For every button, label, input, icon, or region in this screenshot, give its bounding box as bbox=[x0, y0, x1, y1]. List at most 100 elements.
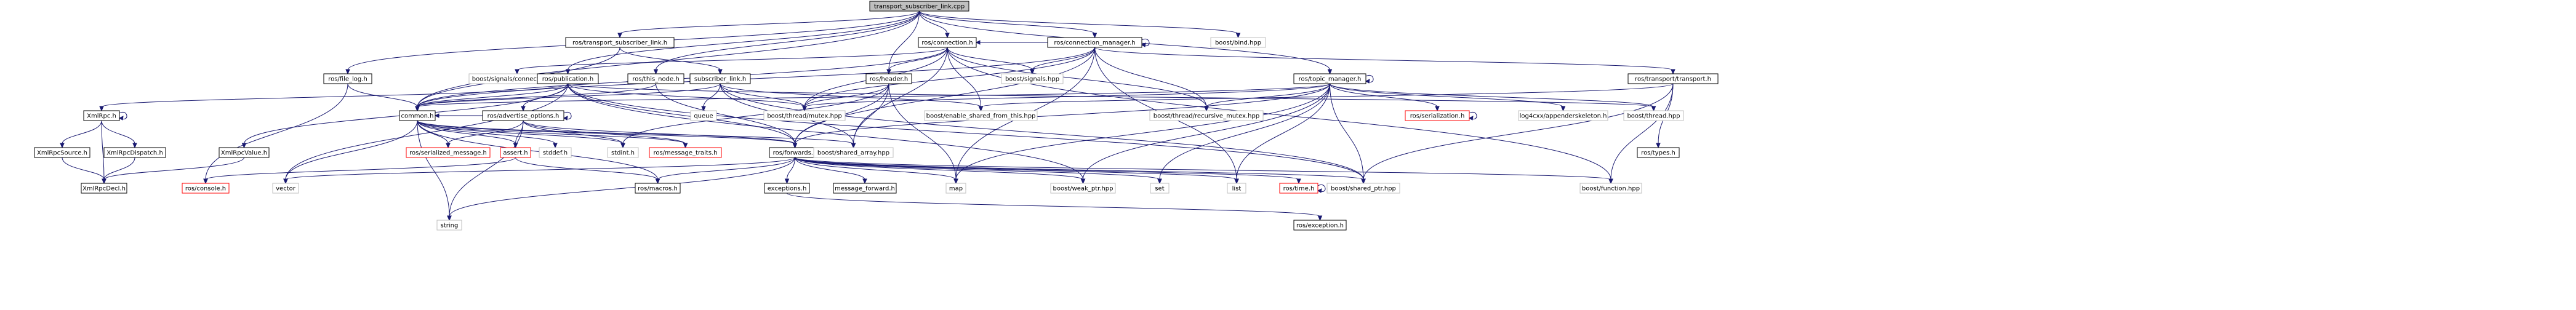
node-shared-array: boost/shared_array.hpp bbox=[813, 147, 894, 158]
node-advertise-options[interactable]: ros/advertise_options.h bbox=[482, 110, 564, 121]
node-ros-time[interactable]: ros/time.h bbox=[1279, 183, 1318, 194]
node-box bbox=[1405, 110, 1470, 121]
node-exceptions[interactable]: exceptions.h bbox=[764, 183, 810, 194]
node-box bbox=[1227, 183, 1246, 194]
node-xmlrpcsource[interactable]: XmlRpcSource.h bbox=[34, 147, 90, 158]
node-ros-console[interactable]: ros/console.h bbox=[182, 183, 230, 194]
node-common-h[interactable]: common.h bbox=[399, 110, 436, 121]
node-box bbox=[81, 183, 127, 194]
node-box bbox=[833, 183, 897, 194]
node-box bbox=[539, 147, 572, 158]
node-box bbox=[1210, 37, 1266, 48]
node-stddef: stddef.h bbox=[539, 147, 572, 158]
node-box bbox=[924, 110, 1038, 121]
edge-publication-h-to-xmlrpc-h bbox=[99, 83, 568, 112]
node-label: ros/transport_subscriber_link.h bbox=[572, 40, 667, 47]
node-box bbox=[272, 183, 299, 194]
node-box bbox=[869, 1, 969, 12]
edge-forwards-to-ros-time bbox=[795, 157, 1301, 185]
node-label: boost/signals.hpp bbox=[1005, 76, 1059, 83]
edge-advertise-options-to-stdint bbox=[523, 120, 625, 149]
node-label: boost/function.hpp bbox=[1582, 186, 1640, 193]
edge-connection-manager-h-to-boost-signals bbox=[1030, 47, 1095, 75]
node-label: subscriber_link.h bbox=[694, 76, 746, 83]
node-label: ros/serialized_message.h bbox=[409, 150, 487, 157]
node-box bbox=[34, 147, 90, 158]
node-log4cxx: log4cxx/appenderskeleton.h bbox=[1518, 110, 1608, 121]
edge-transport-h-to-enable-shared bbox=[978, 83, 1674, 112]
node-label: ros/types.h bbox=[1641, 150, 1675, 157]
edge-subscriber-link-to-queue bbox=[701, 83, 721, 112]
node-map: map bbox=[945, 183, 966, 194]
node-label: ros/header.h bbox=[870, 76, 908, 83]
node-transport-h[interactable]: ros/transport/transport.h bbox=[1627, 73, 1719, 84]
node-label: boost/enable_shared_from_this.hpp bbox=[926, 113, 1036, 120]
edge-topic-manager-to-ros-serialization bbox=[1330, 83, 1440, 112]
node-xmlrpc-h[interactable]: XmlRpc.h bbox=[83, 110, 120, 121]
node-this-node[interactable]: ros/this_node.h bbox=[627, 73, 684, 84]
edge-common-h-to-shared-array bbox=[417, 120, 856, 149]
edge-connection-h-to-signals-connection bbox=[515, 47, 948, 75]
edge-advertise-options-to-forwards bbox=[523, 120, 798, 149]
node-tsl-h[interactable]: ros/transport_subscriber_link.h bbox=[565, 37, 675, 48]
edge-publication-h-to-boost-thread bbox=[568, 83, 1656, 112]
node-label: transport_subscriber_link.cpp bbox=[874, 4, 965, 10]
node-connection-manager-h[interactable]: ros/connection_manager.h bbox=[1047, 37, 1142, 48]
edge-forwards-to-ros-macros bbox=[655, 157, 795, 185]
node-root[interactable]: transport_subscriber_link.cpp bbox=[869, 1, 969, 12]
edge-topic-manager-to-common-h bbox=[415, 83, 1330, 112]
node-string: string bbox=[436, 220, 462, 231]
node-label: boost/thread/recursive_mutex.hpp bbox=[1154, 113, 1259, 120]
edge-topic-manager-to-thread-mutex bbox=[802, 83, 1330, 112]
node-label: ros/topic_manager.h bbox=[1299, 76, 1362, 83]
edge-assert-h-to-ros-console bbox=[203, 157, 516, 185]
edge-subscriber-link-to-thread-mutex bbox=[720, 83, 807, 112]
node-label: map bbox=[949, 186, 963, 193]
edge-ros-time-to-ros-time bbox=[1317, 184, 1326, 193]
node-forwards[interactable]: ros/forwards.h bbox=[769, 147, 821, 158]
edge-topic-manager-to-topic-manager bbox=[1365, 74, 1374, 84]
node-box bbox=[500, 147, 531, 158]
node-box bbox=[649, 147, 722, 158]
edge-connection-manager-h-to-connection-manager-h bbox=[1141, 38, 1150, 47]
node-publication-h[interactable]: ros/publication.h bbox=[537, 73, 599, 84]
node-box bbox=[1279, 183, 1318, 194]
node-label: common.h bbox=[401, 113, 433, 120]
node-label: ros/console.h bbox=[185, 186, 226, 193]
node-ros-types[interactable]: ros/types.h bbox=[1637, 147, 1680, 158]
node-label: ros/connection.h bbox=[921, 40, 973, 47]
node-boost-function: boost/function.hpp bbox=[1579, 183, 1642, 194]
edge-common-h-to-string bbox=[417, 120, 452, 221]
node-serialized-message[interactable]: ros/serialized_message.h bbox=[406, 147, 491, 158]
node-xmlrpcdecl[interactable]: XmlRpcDecl.h bbox=[81, 183, 127, 194]
node-assert-h[interactable]: assert.h bbox=[500, 147, 531, 158]
node-box bbox=[219, 147, 270, 158]
nodes-layer: transport_subscriber_link.cpp ros/transpo… bbox=[34, 1, 1719, 231]
edge-connection-h-to-boost-function bbox=[947, 47, 1613, 185]
node-label: stddef.h bbox=[543, 150, 568, 157]
node-subscriber-link[interactable]: subscriber_link.h bbox=[689, 73, 751, 84]
edge-file-log-to-ros-console bbox=[203, 83, 348, 185]
node-ros-macros[interactable]: ros/macros.h bbox=[635, 183, 681, 194]
edge-xmlrpc-h-to-xmlrpc-h bbox=[118, 111, 127, 121]
node-label: ros/transport/transport.h bbox=[1635, 76, 1711, 83]
node-xmlrpcvalue[interactable]: XmlRpcValue.h bbox=[219, 147, 270, 158]
node-box bbox=[1579, 183, 1642, 194]
edge-transport-h-to-shared-ptr bbox=[1361, 83, 1674, 185]
node-xmlrpcdispatch[interactable]: XmlRpcDispatch.h bbox=[103, 147, 166, 158]
edge-forwards-to-weak-ptr bbox=[795, 157, 1086, 185]
edge-forwards-to-message-forward bbox=[795, 157, 867, 185]
node-label: log4cxx/appenderskeleton.h bbox=[1520, 113, 1607, 120]
node-header-h[interactable]: ros/header.h bbox=[865, 73, 912, 84]
node-message-forward[interactable]: message_forward.h bbox=[833, 183, 897, 194]
node-message-traits[interactable]: ros/message_traits.h bbox=[649, 147, 722, 158]
node-label: boost/bind.hpp bbox=[1215, 40, 1261, 47]
edge-file-log-to-common-h bbox=[347, 83, 420, 112]
node-thread-mutex: boost/thread/mutex.hpp bbox=[763, 110, 846, 121]
node-ros-serialization[interactable]: ros/serialization.h bbox=[1405, 110, 1470, 121]
node-file-log[interactable]: ros/file_log.h bbox=[323, 73, 372, 84]
node-topic-manager[interactable]: ros/topic_manager.h bbox=[1293, 73, 1366, 84]
node-ros-exception[interactable]: ros/exception.h bbox=[1293, 220, 1347, 231]
node-connection-h[interactable]: ros/connection.h bbox=[918, 37, 977, 48]
